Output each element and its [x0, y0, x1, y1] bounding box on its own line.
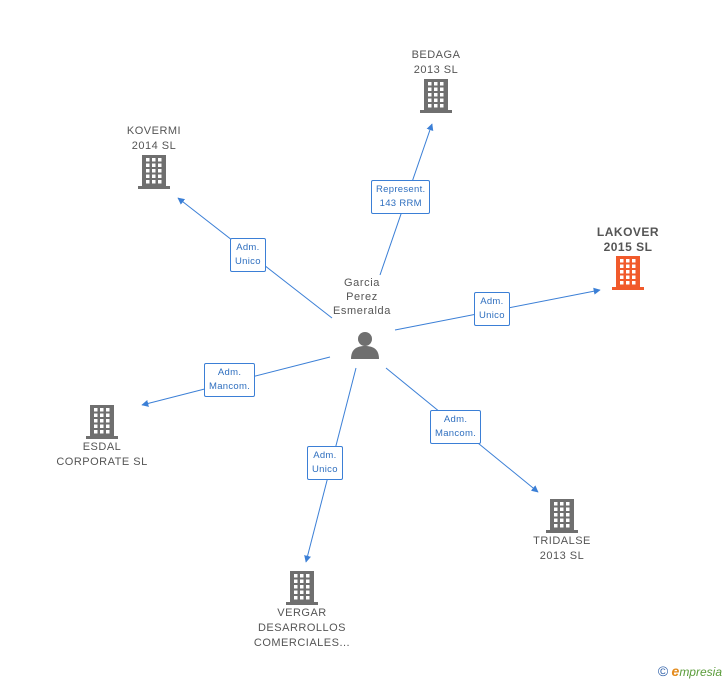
building-icon — [86, 405, 118, 439]
company-name-line: 2015 SL — [603, 240, 653, 254]
copyright-icon: © — [657, 663, 669, 679]
center-name-line-3: Esmeralda — [333, 305, 391, 317]
company-name-line: TRIDALSE — [533, 535, 591, 547]
company-name-line: COMERCIALES... — [253, 637, 351, 649]
edge-label-line: Adm. — [480, 296, 504, 307]
edge-label-line: Adm. — [217, 367, 242, 378]
center-name-line-2: Perez — [346, 291, 378, 303]
building-icon — [546, 499, 578, 533]
company-name-line: CORPORATE SL — [56, 456, 148, 468]
company-name-line: 2014 SL — [131, 140, 177, 152]
brand-footer: © empresia — [658, 663, 722, 679]
company-name-line: 2013 SL — [413, 64, 459, 76]
edge-label-bedaga[interactable]: Represent. 143 RRM — [371, 180, 431, 214]
edge-label-line: Adm. — [313, 450, 337, 461]
person-icon[interactable] — [350, 331, 380, 364]
edge-label-line: Unico — [312, 464, 338, 475]
company-name-line: KOVERMI — [126, 125, 182, 137]
company-node-esdal[interactable]: ESDAL CORPORATE SL — [52, 404, 152, 470]
edge-label-line: Unico — [479, 310, 505, 321]
brand-logo-initial: e — [671, 663, 680, 679]
edge-label-vergar[interactable]: Adm. Unico — [307, 446, 343, 480]
edge-label-line: Unico — [235, 256, 261, 267]
edge-label-tridalse[interactable]: Adm. Mancom. — [430, 410, 482, 444]
company-name-line: VERGAR — [277, 607, 327, 619]
company-name-line: 2013 SL — [539, 550, 585, 562]
edge-label-esdal[interactable]: Adm. Mancom. — [204, 363, 256, 397]
center-name-line-1: Garcia — [344, 277, 380, 289]
company-node-bedaga[interactable]: BEDAGA 2013 SL — [396, 48, 476, 114]
company-name-line: LAKOVER — [596, 225, 660, 239]
company-node-lakover[interactable]: LAKOVER 2015 SL — [588, 225, 668, 291]
edge-label-line: Represent. — [376, 184, 426, 195]
center-person-name[interactable]: Garcia Perez Esmeralda — [320, 276, 404, 318]
edge-label-line: Mancom. — [209, 381, 251, 392]
building-icon — [138, 155, 170, 189]
edge-label-line: 143 RRM — [379, 198, 422, 209]
edge-label-line: Mancom. — [435, 428, 477, 439]
building-icon — [286, 571, 318, 605]
edge-label-kovermi[interactable]: Adm. Unico — [230, 238, 266, 272]
brand-logo-text: mpresia — [679, 665, 722, 679]
building-icon-highlight — [612, 256, 644, 290]
company-name-line: ESDAL — [82, 441, 122, 453]
company-node-tridalse[interactable]: TRIDALSE 2013 SL — [520, 498, 604, 564]
edge-label-line: Adm. — [443, 414, 468, 425]
edge-label-line: Adm. — [236, 242, 260, 253]
edge-label-lakover[interactable]: Adm. Unico — [474, 292, 510, 326]
company-name-line: BEDAGA — [411, 49, 461, 61]
building-icon — [420, 79, 452, 113]
company-node-vergar[interactable]: VERGAR DESARROLLOS COMERCIALES... — [252, 570, 352, 651]
company-name-line: DESARROLLOS — [257, 622, 347, 634]
company-node-kovermi[interactable]: KOVERMI 2014 SL — [114, 124, 194, 190]
